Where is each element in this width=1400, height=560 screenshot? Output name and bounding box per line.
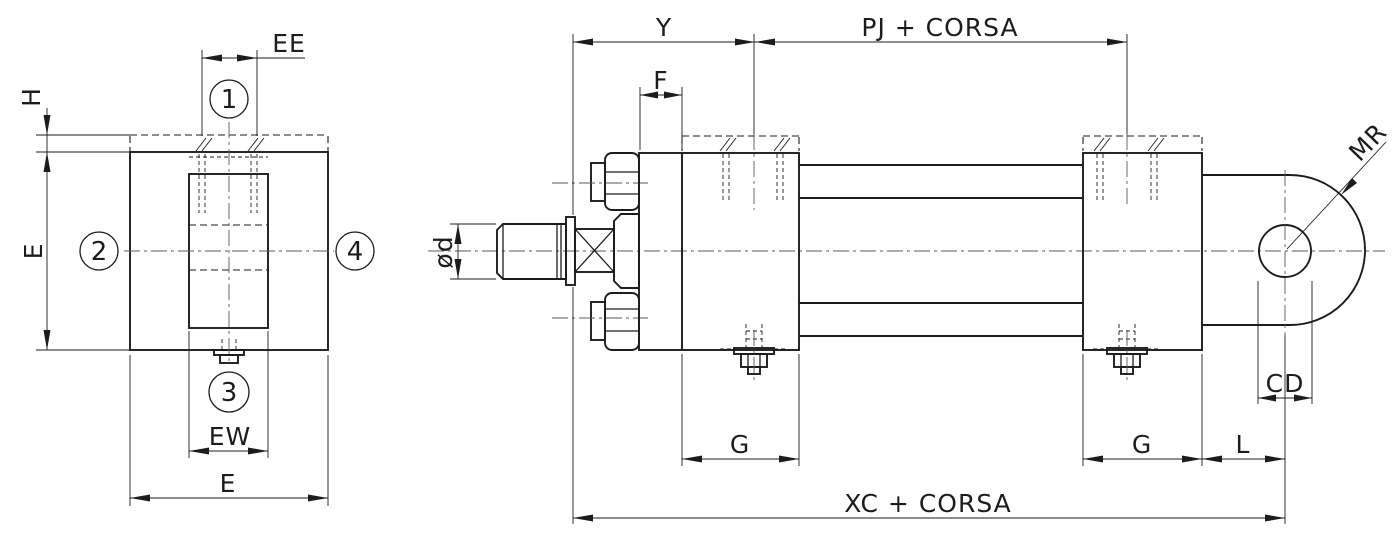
balloon-port-2: 2 — [79, 231, 119, 271]
dim-pj-corsa: PJ + CORSA — [755, 13, 1128, 134]
dim-label-xc-corsa: XC + CORSA — [844, 489, 1012, 518]
rear-head — [1082, 134, 1203, 351]
drain-plug-front — [720, 324, 788, 382]
balloon-port-3: 3 — [208, 371, 250, 413]
dim-label-ew: EW — [209, 422, 252, 451]
eye-radius-arc — [1289, 174, 1366, 326]
balloon-circle — [209, 79, 249, 119]
dim-label-e-height: E — [19, 243, 48, 260]
dim-y: Y — [572, 13, 755, 524]
dim-f: F — [639, 66, 683, 150]
dim-label-e-width: E — [220, 469, 237, 498]
dim-e-width: E — [129, 355, 329, 506]
dim-g-rear: G — [1082, 354, 1203, 466]
dim-label-h: H — [17, 87, 46, 107]
dim-cd: CD — [1257, 281, 1313, 404]
dim-g-front: G — [681, 354, 800, 466]
balloon-number: 2 — [91, 237, 108, 267]
balloon-port-1: 1 — [209, 79, 249, 119]
balloon-number: 4 — [347, 237, 364, 267]
balloon-circle — [208, 371, 250, 413]
dim-label-g-rear: G — [1132, 430, 1152, 459]
dim-label-pj-corsa: PJ + CORSA — [861, 13, 1018, 42]
clevis-eye — [1202, 170, 1366, 335]
end-view: 1 2 3 4 EE — [17, 29, 375, 506]
dim-xc-corsa: XC + CORSA — [573, 489, 1285, 522]
balloon-number: 1 — [221, 85, 238, 115]
dim-label-f: F — [653, 66, 668, 95]
dim-l: L — [1202, 335, 1286, 524]
balloon-port-4: 4 — [335, 231, 375, 271]
dim-label-l: L — [1236, 430, 1251, 459]
balloon-circle — [335, 231, 375, 271]
cylinder-tube — [799, 164, 1083, 337]
front-head — [638, 134, 800, 351]
dim-rod-diameter: ød — [429, 223, 496, 280]
dim-label-cd: CD — [1266, 369, 1305, 398]
dim-label-ee: EE — [272, 29, 306, 58]
dim-label-y: Y — [655, 13, 672, 42]
dim-label-rod-diameter: ød — [429, 235, 458, 268]
dim-h-e-vertical: H E — [17, 87, 130, 351]
balloon-number: 3 — [221, 378, 238, 408]
dim-ee: EE — [201, 29, 306, 136]
dim-label-g-front: G — [730, 430, 750, 459]
balloon-circle — [79, 231, 119, 271]
drain-plug-rear — [1093, 324, 1161, 382]
dim-ew: EW — [188, 331, 269, 458]
